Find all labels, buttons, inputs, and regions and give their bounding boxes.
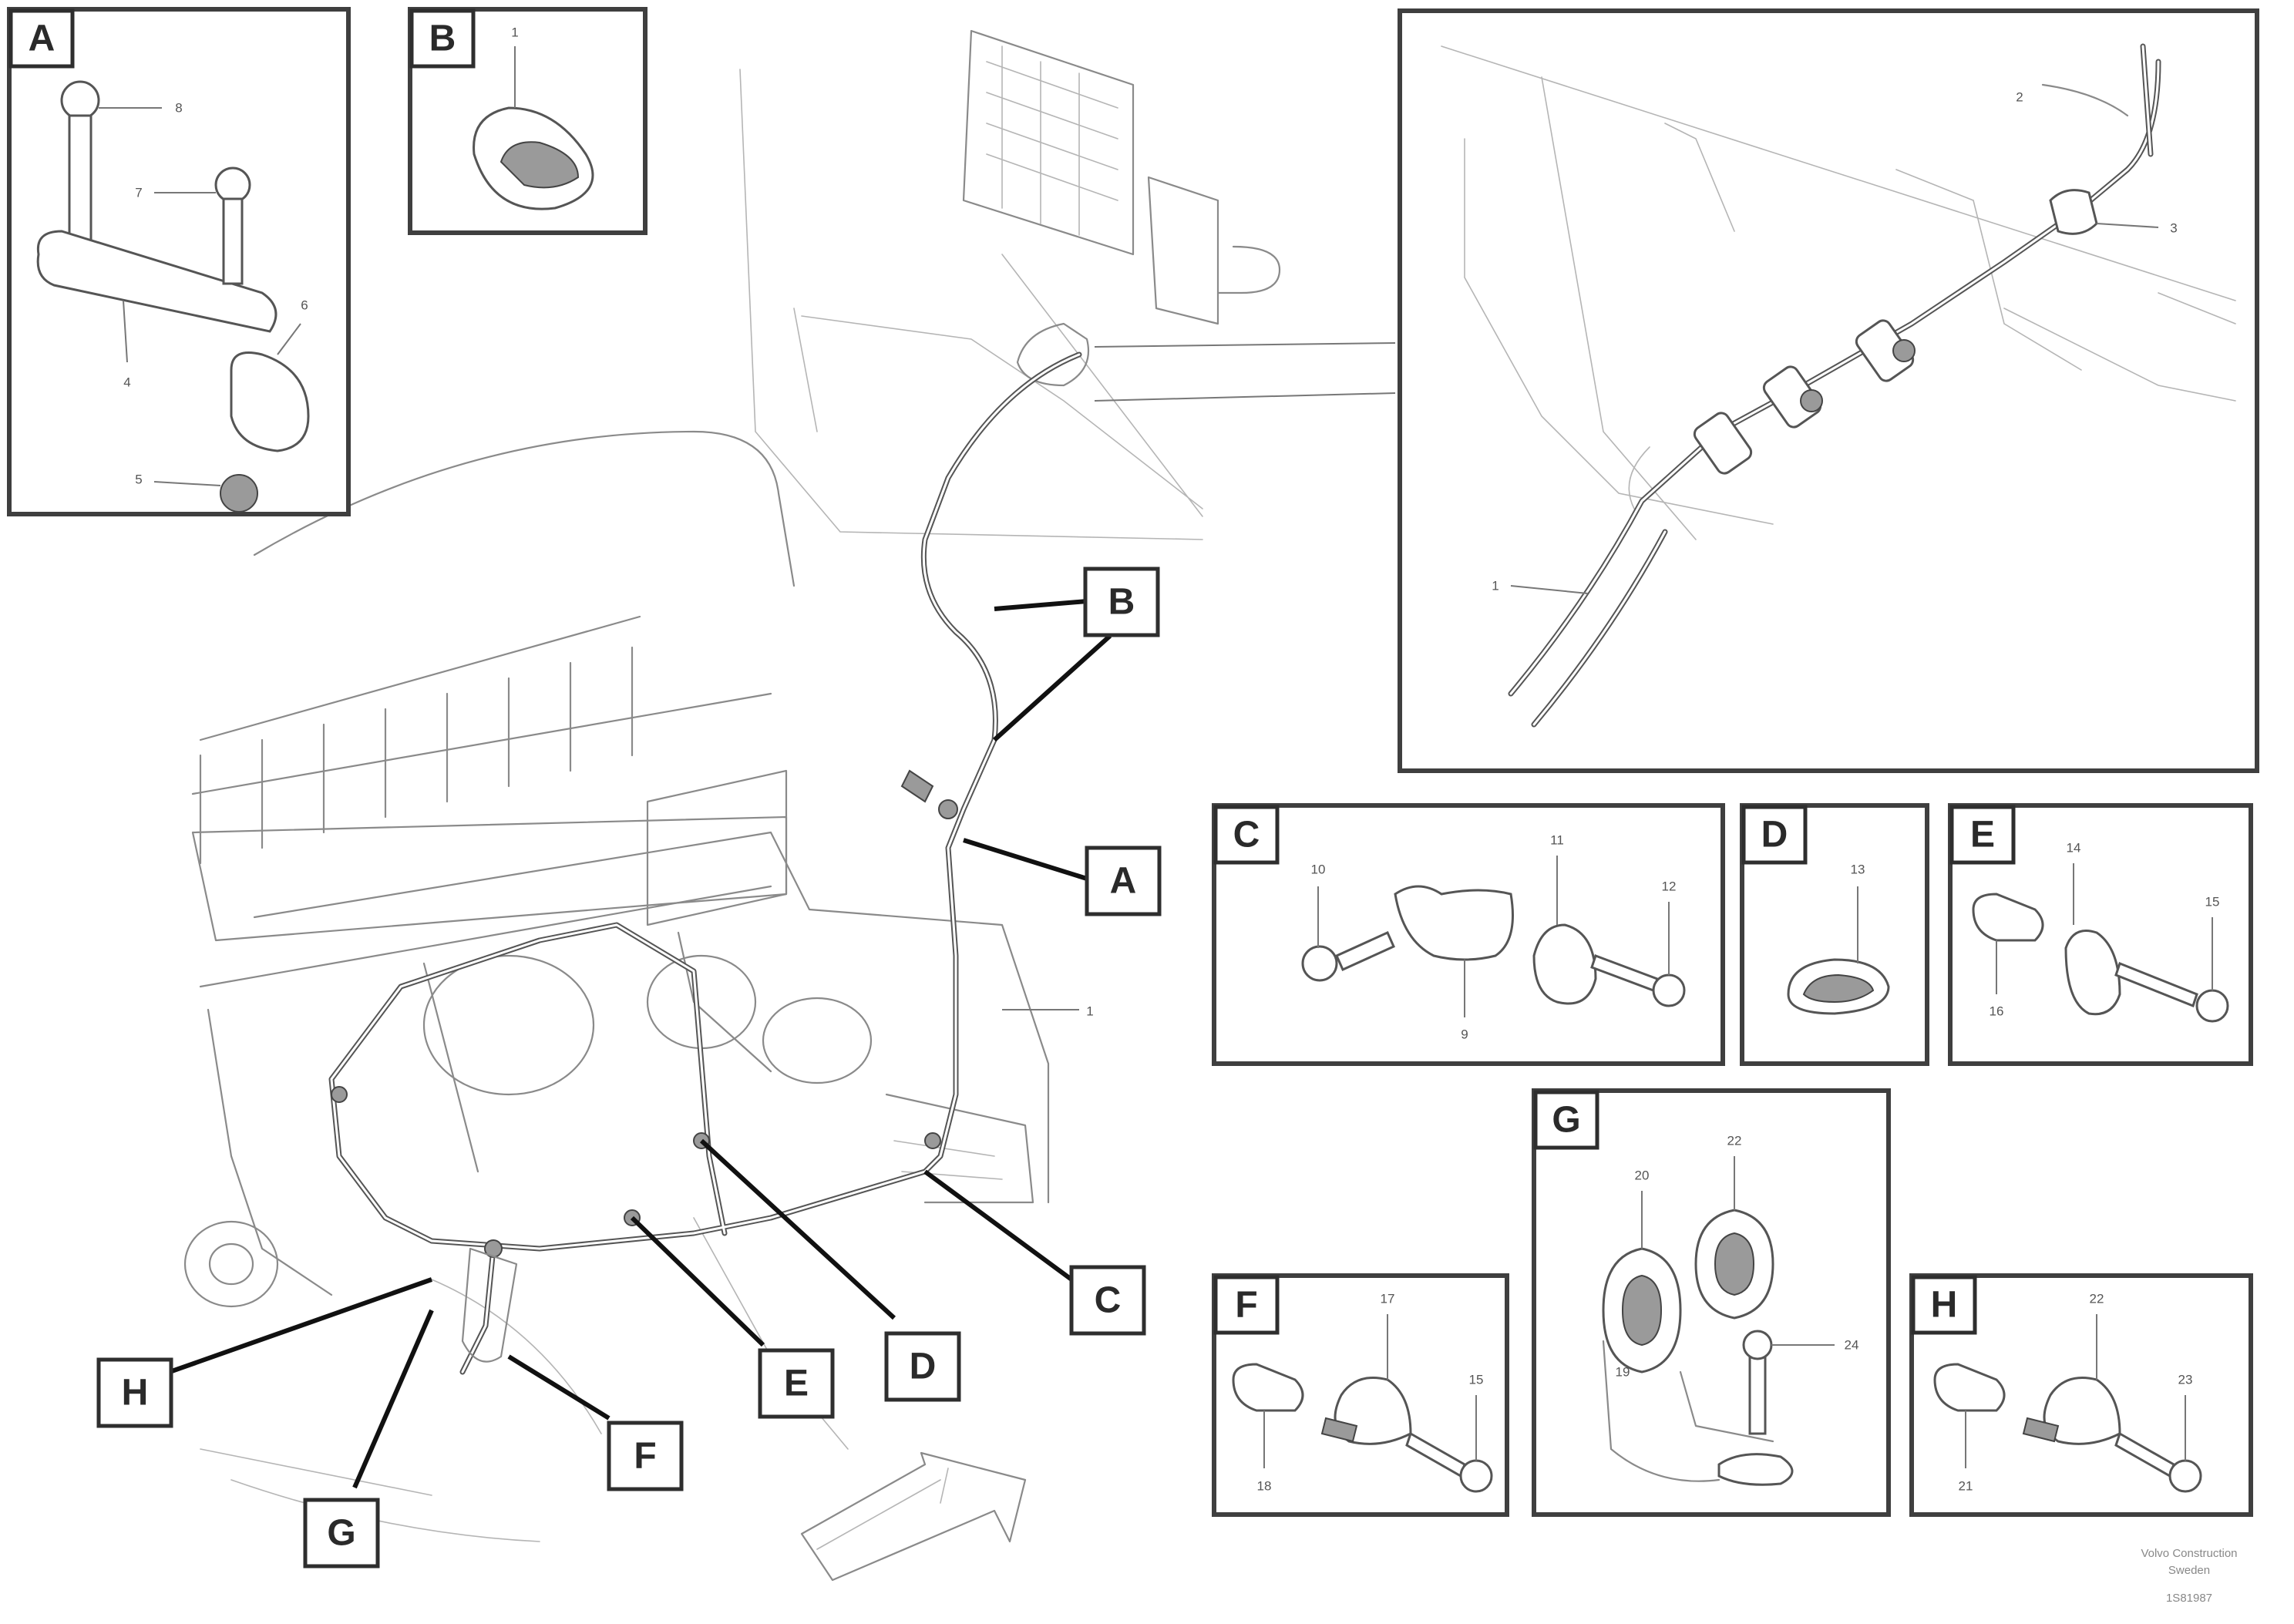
svg-text:E: E (1970, 815, 1995, 856)
svg-text:B: B (1108, 582, 1135, 623)
engine-drawing (183, 69, 1203, 1542)
part-number-label: 5 (135, 472, 142, 487)
part-number-label: 22 (2090, 1292, 2104, 1306)
callout-leaders (169, 342, 1396, 1489)
svg-text:E: E (784, 1363, 809, 1404)
callout-b-main[interactable]: B (1083, 567, 1160, 637)
svg-text:F: F (1235, 1285, 1257, 1326)
part-number-label: 17 (1381, 1292, 1395, 1306)
callout-h-main[interactable]: H (96, 1357, 173, 1428)
detail-b: B 1 (408, 7, 648, 235)
part-number-label: 22 (1727, 1134, 1742, 1148)
detail-tag: E (1949, 805, 2016, 865)
callout-c-main[interactable]: C (1069, 1265, 1146, 1336)
part-number-label: 16 (1990, 1004, 2004, 1019)
part-label-main-1: 1 (1086, 1004, 1093, 1019)
svg-text:1S81987: 1S81987 (2166, 1592, 2212, 1605)
part-number-label: 20 (1635, 1168, 1650, 1183)
part-number-label: 9 (1461, 1027, 1468, 1042)
valve-cover-studs (199, 615, 641, 865)
part-number-label: 1 (511, 25, 518, 40)
svg-text:D: D (1761, 815, 1788, 856)
part-number-label: 15 (2205, 895, 2220, 910)
svg-text:Volvo Construction: Volvo Construction (2141, 1547, 2237, 1560)
svg-text:A: A (29, 18, 56, 59)
detail-tag: C (1213, 805, 1280, 865)
svg-text:C: C (1095, 1280, 1122, 1321)
detail-tag: D (1741, 805, 1808, 865)
part-number-label: 2 (2016, 90, 2023, 105)
detail-tag: H (1911, 1275, 1977, 1335)
footer-reference: Volvo Construction Sweden 1S81987 (2141, 1547, 2237, 1605)
part-number-label: 10 (1311, 862, 1326, 877)
detail-c: C 10 11 12 9 (1212, 803, 1725, 1066)
part-number-label: 14 (2067, 841, 2081, 856)
electrical-box (962, 29, 1281, 387)
svg-text:H: H (122, 1373, 149, 1414)
callout-e-main[interactable]: E (758, 1348, 835, 1419)
part-number-label: 24 (1845, 1338, 1859, 1353)
svg-text:G: G (327, 1513, 355, 1554)
callout-g-main[interactable]: G (303, 1498, 380, 1569)
svg-text:H: H (1931, 1285, 1958, 1326)
part-number-label: 6 (301, 298, 308, 313)
svg-text:G: G (1552, 1100, 1580, 1141)
part-number-label: 8 (175, 101, 182, 116)
part-number-label: 15 (1469, 1373, 1484, 1387)
detail-tag: A (8, 8, 75, 69)
detail-hose-connection: 1 3 2 (1398, 8, 2259, 773)
hose-line (328, 351, 1082, 1375)
callout-a-main[interactable]: A (1085, 846, 1162, 916)
svg-text:D: D (910, 1347, 937, 1387)
part-number-label: 23 (2178, 1373, 2193, 1387)
svg-text:F: F (634, 1436, 656, 1477)
part-number-label: 13 (1851, 862, 1865, 877)
part-number-label: 21 (1959, 1479, 1973, 1494)
part-number-label: 3 (2170, 221, 2177, 236)
callout-f-main[interactable]: F (607, 1421, 684, 1491)
direction-arrow (800, 1451, 1027, 1582)
svg-text:Sweden: Sweden (2168, 1564, 2210, 1577)
part-number-label: 11 (1550, 833, 1564, 848)
detail-tag: G (1533, 1090, 1599, 1150)
detail-e: E 14 15 16 (1948, 803, 2253, 1066)
svg-text:C: C (1233, 815, 1260, 856)
part-number-label: 18 (1257, 1479, 1272, 1494)
callout-d-main[interactable]: D (884, 1331, 961, 1402)
part-number-label: 1 (1492, 579, 1498, 593)
detail-d: D 13 (1740, 803, 1929, 1066)
svg-text:A: A (1110, 861, 1137, 902)
part-number-label: 12 (1662, 879, 1677, 894)
part-number-label: 4 (123, 375, 130, 390)
detail-f: F 17 15 18 (1212, 1273, 1509, 1517)
detail-tag: B (409, 8, 476, 69)
detail-h: H 22 23 21 (1909, 1273, 2253, 1517)
detail-a: A 8 7 6 4 5 (7, 7, 351, 516)
part-number-label: 7 (135, 186, 142, 200)
part-number-label: 19 (1616, 1365, 1630, 1380)
svg-text:B: B (429, 18, 456, 59)
detail-tag: F (1213, 1275, 1280, 1335)
detail-g: G 20 22 24 19 (1532, 1088, 1891, 1517)
